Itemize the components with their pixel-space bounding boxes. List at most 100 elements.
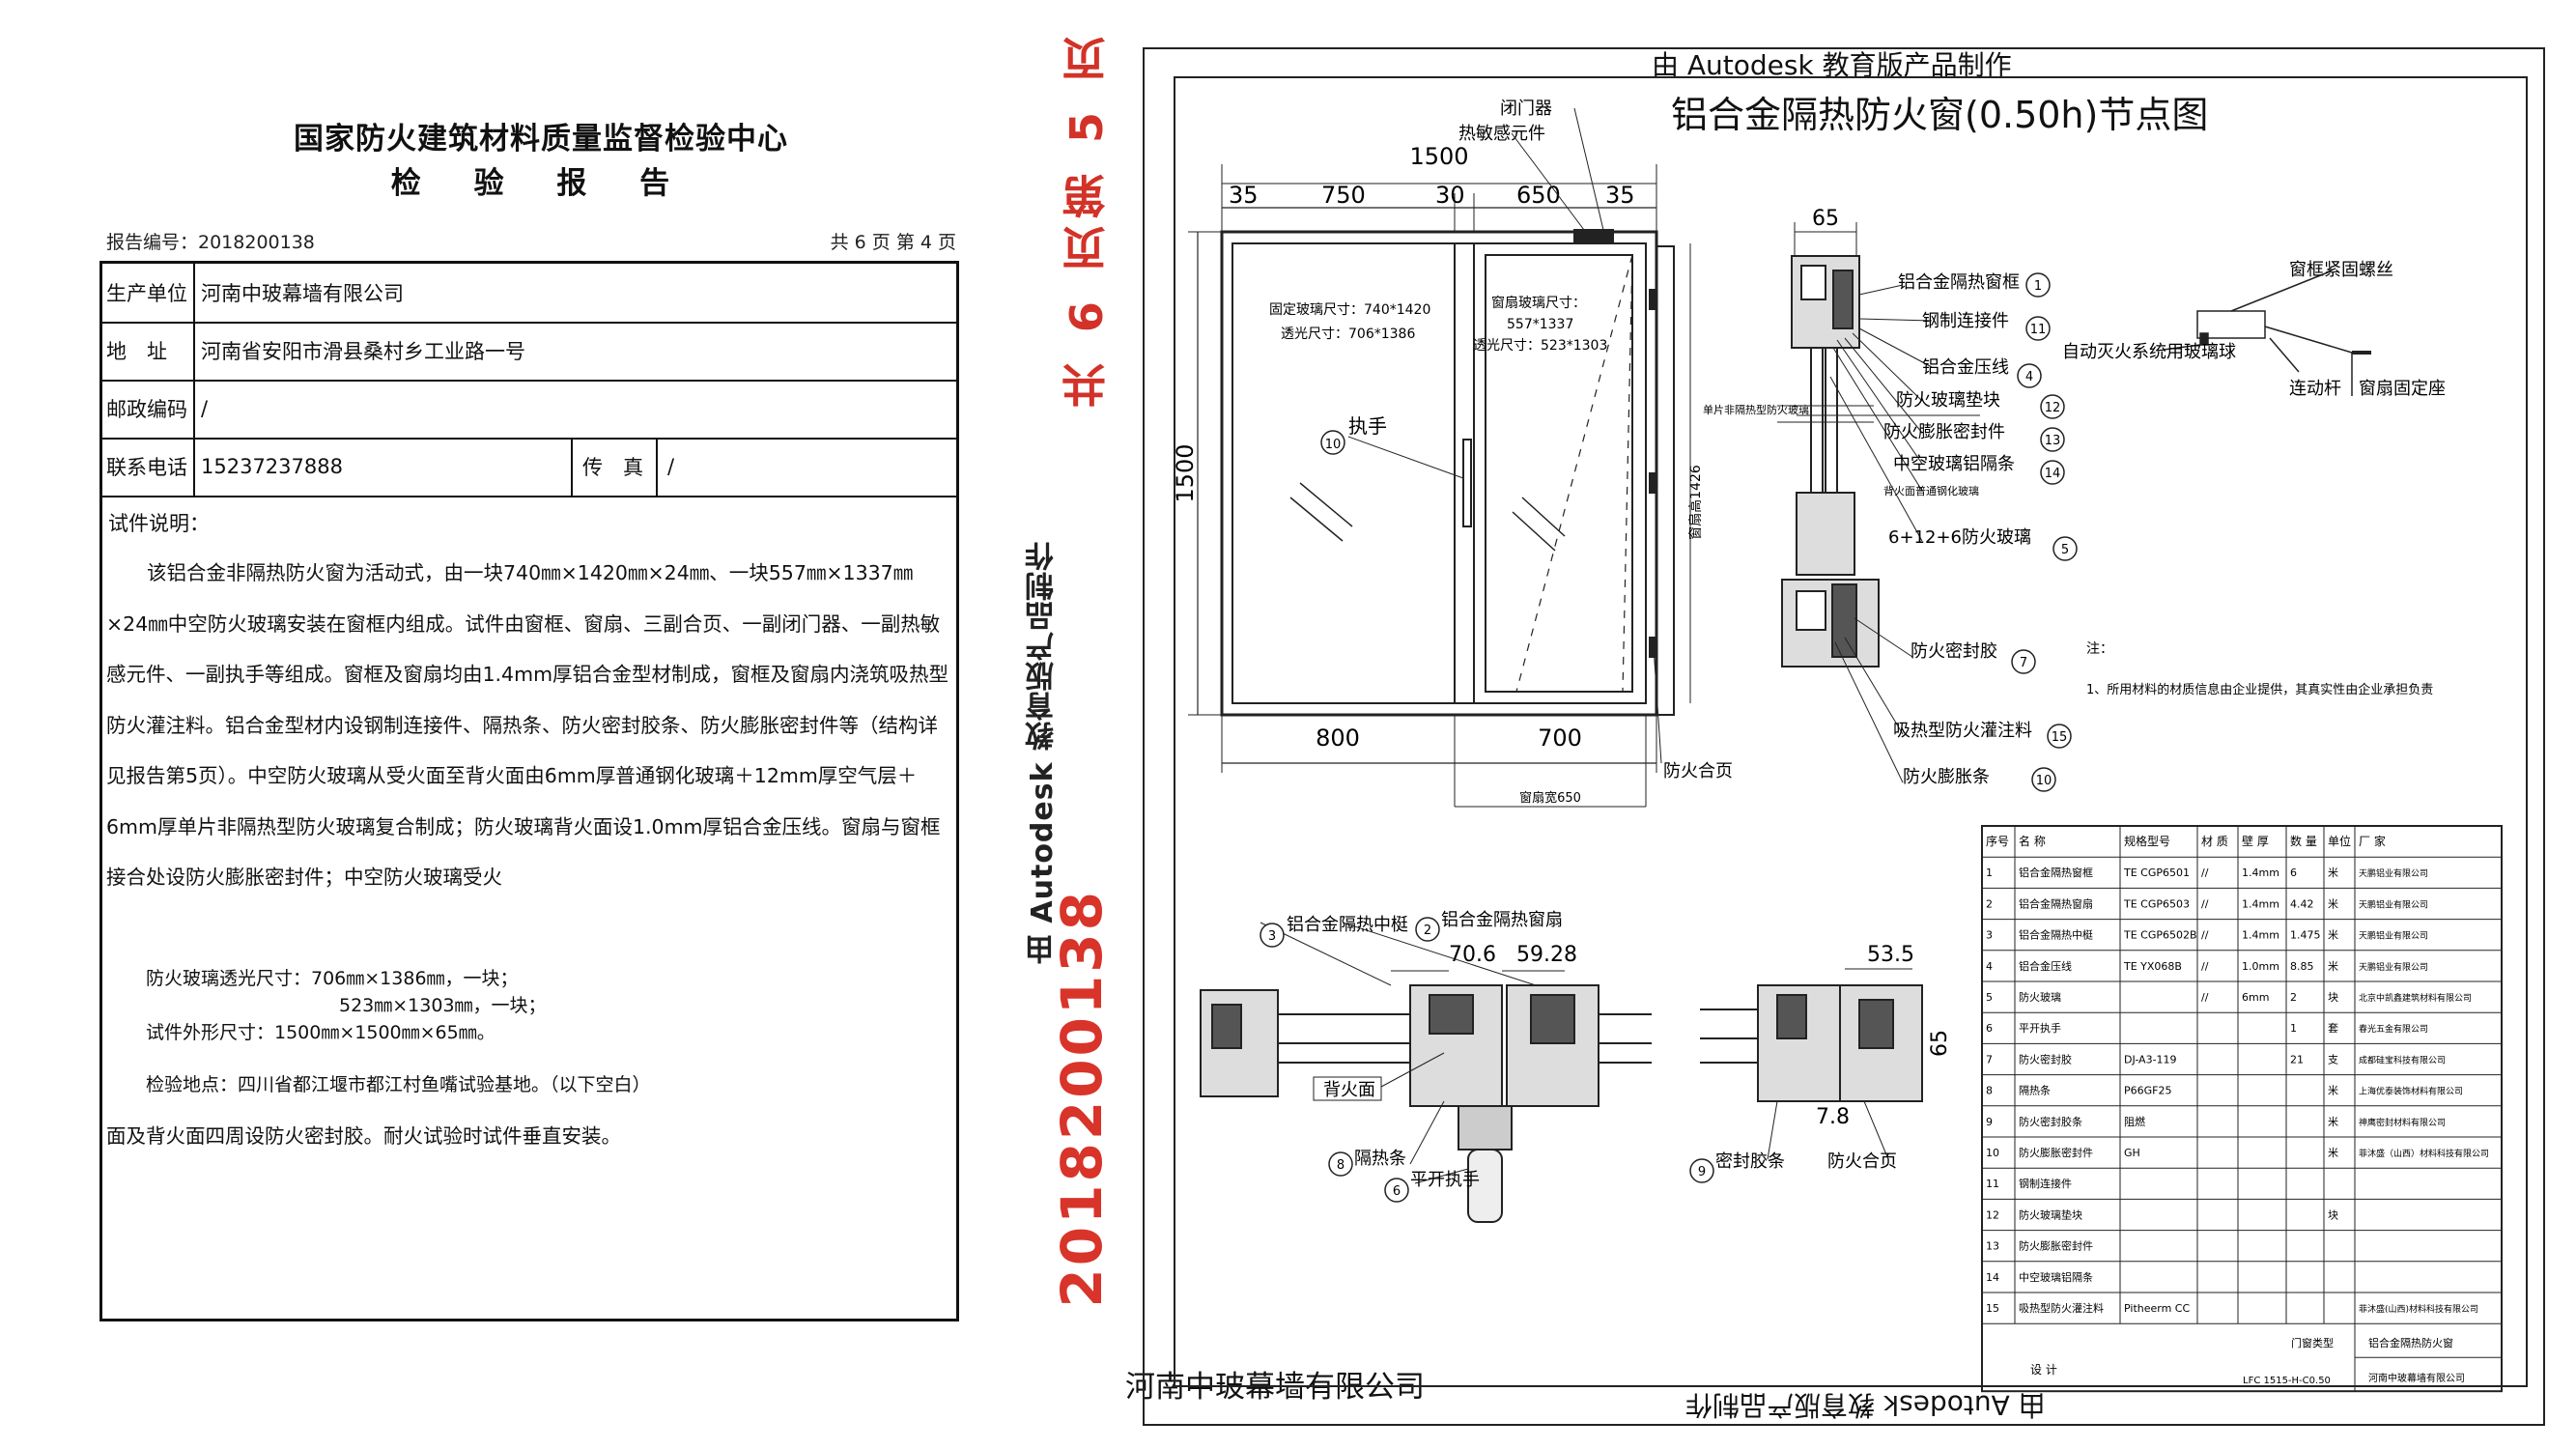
drawing-border xyxy=(1143,47,2545,1426)
note-bead: 铝合金压线 xyxy=(1922,357,2009,378)
table-code: LFC 1515-H-C0.50 xyxy=(2243,1376,2331,1386)
table-cell: TE YX068B xyxy=(2123,960,2182,973)
table-cell: GH xyxy=(2124,1147,2140,1159)
table-cell: 2 xyxy=(2290,991,2297,1004)
table-header: 厂 家 xyxy=(2359,834,2386,848)
callout-9: 9 xyxy=(1698,1165,1706,1179)
table-cell: 防火密封胶条 xyxy=(2019,1115,2082,1128)
table-cell: 支 xyxy=(2328,1053,2338,1065)
table-cell: Pitheerm CC xyxy=(2124,1302,2190,1315)
table-cell: 防火膨胀密封件 xyxy=(2019,1239,2093,1253)
table-cell: // xyxy=(2201,897,2209,910)
dim-65-hinge: 65 xyxy=(1928,1030,1952,1057)
table-cell: P66GF25 xyxy=(2124,1085,2171,1097)
dim-53-5: 53.5 xyxy=(1867,943,1914,967)
sealant-strip-label: 密封胶条 xyxy=(1715,1151,1785,1172)
address-row: 地 址 河南省安阳市滑县桑村乡工业路一号 xyxy=(102,322,956,382)
callout-15: 15 xyxy=(2052,730,2068,745)
callout-8: 8 xyxy=(1337,1158,1345,1173)
report-frame: 生产单位 河南中玻幕墙有限公司 地 址 河南省安阳市滑县桑村乡工业路一号 邮政编… xyxy=(99,261,959,1321)
table-cell: 1.475 xyxy=(2290,929,2321,942)
table-cell: 8 xyxy=(1986,1085,1993,1097)
table-cell: 阻燃 xyxy=(2124,1115,2145,1128)
table-cell: 吸热型防火灌注料 xyxy=(2019,1301,2104,1315)
table-cell: 3 xyxy=(1986,929,1993,942)
report-number: 报告编号：2018200138 xyxy=(106,232,315,253)
producer-value: 河南中玻幕墙有限公司 xyxy=(201,282,404,305)
table-cell: 10 xyxy=(1986,1147,1999,1159)
note-glass: 6+12+6防火玻璃 xyxy=(1888,527,2031,548)
table-cell: 6 xyxy=(1986,1022,1993,1035)
producer-row: 生产单位 河南中玻幕墙有限公司 xyxy=(102,264,956,324)
dim-35-left: 35 xyxy=(1229,182,1259,209)
closer-label: 热敏感元件 xyxy=(1458,124,1545,144)
table-cell: 铝合金隔热窗扇 xyxy=(2019,896,2093,910)
note-steel-connector: 钢制连接件 xyxy=(1922,311,2009,331)
table-cell: 11 xyxy=(1986,1178,1999,1190)
table-cell: // xyxy=(2201,929,2209,942)
table-cell: 1 xyxy=(1986,867,1993,879)
drawing-page: 共 6 页第 5 页 由 Autodesk 教育版产品制作 2018200138… xyxy=(1005,0,2576,1449)
hinge-section xyxy=(1700,968,1923,1160)
report-title: 检 验 报 告 xyxy=(390,166,692,201)
table-door-type-label: 门窗类型 xyxy=(2291,1336,2334,1350)
dim-30: 30 xyxy=(1435,182,1465,209)
table-cell: 神鹰密封材料有限公司 xyxy=(2359,1117,2446,1128)
phone-value: 15237237888 xyxy=(201,455,343,478)
report-page: 国家防火建筑材料质量监督检验中心 检 验 报 告 报告编号：2018200138… xyxy=(0,0,1005,1449)
test-site: 检验地点：四川省都江堰市都江村鱼嘴试验基地。（以下空白） xyxy=(146,1074,651,1095)
table-header: 数 量 xyxy=(2290,834,2317,848)
base-label: 窗扇固定座 xyxy=(2359,379,2446,399)
producer-label: 生产单位 xyxy=(106,264,195,322)
table-cell: 天鹏铝业有限公司 xyxy=(2359,898,2428,910)
postcode-row: 邮政编码 / xyxy=(102,380,956,440)
note-sealant: 防火密封胶 xyxy=(1911,641,1997,662)
note-infill: 吸热型防火灌注料 xyxy=(1893,721,2032,741)
phone-label: 联系电话 xyxy=(106,438,195,496)
table-cell: 4 xyxy=(1986,960,1993,973)
table-header: 材 质 xyxy=(2201,835,2228,848)
table-cell: 1.4mm xyxy=(2242,867,2279,879)
node-drawing: 1500 35 750 30 650 35 热敏感元件 闭门器 固定玻璃尺寸：7… xyxy=(1143,47,2545,1426)
callout-1: 1 xyxy=(2034,279,2042,294)
note-strip: 防火膨胀条 xyxy=(1903,767,1990,787)
note-expansion-seal: 防火膨胀密封件 xyxy=(1883,422,2005,442)
table-design-label: 设 计 xyxy=(2030,1363,2057,1377)
table-cell: 米 xyxy=(2328,867,2338,879)
mullion-label: 铝合金隔热中梃 xyxy=(1287,915,1408,935)
table-cell: 9 xyxy=(1986,1116,1993,1128)
back-face-label: 背火面 xyxy=(1323,1080,1375,1100)
table-cell: 天鹏铝业有限公司 xyxy=(2359,930,2428,942)
table-cell: 隔热条 xyxy=(2019,1084,2051,1097)
table-cell: 15 xyxy=(1986,1302,1999,1315)
sash-label: 铝合金隔热窗扇 xyxy=(1441,910,1563,930)
fax-value: / xyxy=(667,455,675,478)
table-cell: 天鹏铝业有限公司 xyxy=(2359,867,2428,879)
table-cell: // xyxy=(2201,960,2209,973)
link-label: 连动杆 xyxy=(2289,379,2341,399)
window-elevation xyxy=(1188,164,1691,808)
handle-label: 执手 xyxy=(1348,414,1387,438)
sash-light-size: 透光尺寸：523*1303 xyxy=(1473,338,1607,354)
dim-650: 650 xyxy=(1516,182,1561,209)
table-cell: TE CGP6501 xyxy=(2123,867,2190,879)
table-header: 规格型号 xyxy=(2124,834,2170,848)
hinge-label: 防火合页 xyxy=(1663,761,1733,781)
callout-leaders xyxy=(1797,284,1980,783)
callout-2: 2 xyxy=(1424,923,1431,938)
table-cell: 米 xyxy=(2328,897,2338,910)
table-cell: 平开执手 xyxy=(2019,1021,2061,1035)
drawing-inner-border xyxy=(1174,76,2528,1387)
flat-handle-label: 平开执手 xyxy=(1410,1170,1480,1190)
table-cell: 6 xyxy=(2290,867,2297,879)
description-paragraph: 该铝合金非隔热防火窗为活动式，由一块740㎜×1420㎜×24㎜、一块557㎜×… xyxy=(106,561,949,889)
table-cell: 防火玻璃垫块 xyxy=(2019,1208,2082,1221)
dim-70-6: 70.6 xyxy=(1449,943,1496,967)
table-cell: 铝合金压线 xyxy=(2019,959,2072,973)
dim-59-28: 59.28 xyxy=(1516,943,1577,967)
glass-size-line-1: 防火玻璃透光尺寸：706㎜×1386㎜，一块； xyxy=(146,968,519,989)
table-cell: 菲沐盛(山西)材料科技有限公司 xyxy=(2359,1303,2478,1315)
table-cell: 米 xyxy=(2328,1116,2338,1128)
screw-label: 窗框紧固螺丝 xyxy=(2289,260,2393,280)
